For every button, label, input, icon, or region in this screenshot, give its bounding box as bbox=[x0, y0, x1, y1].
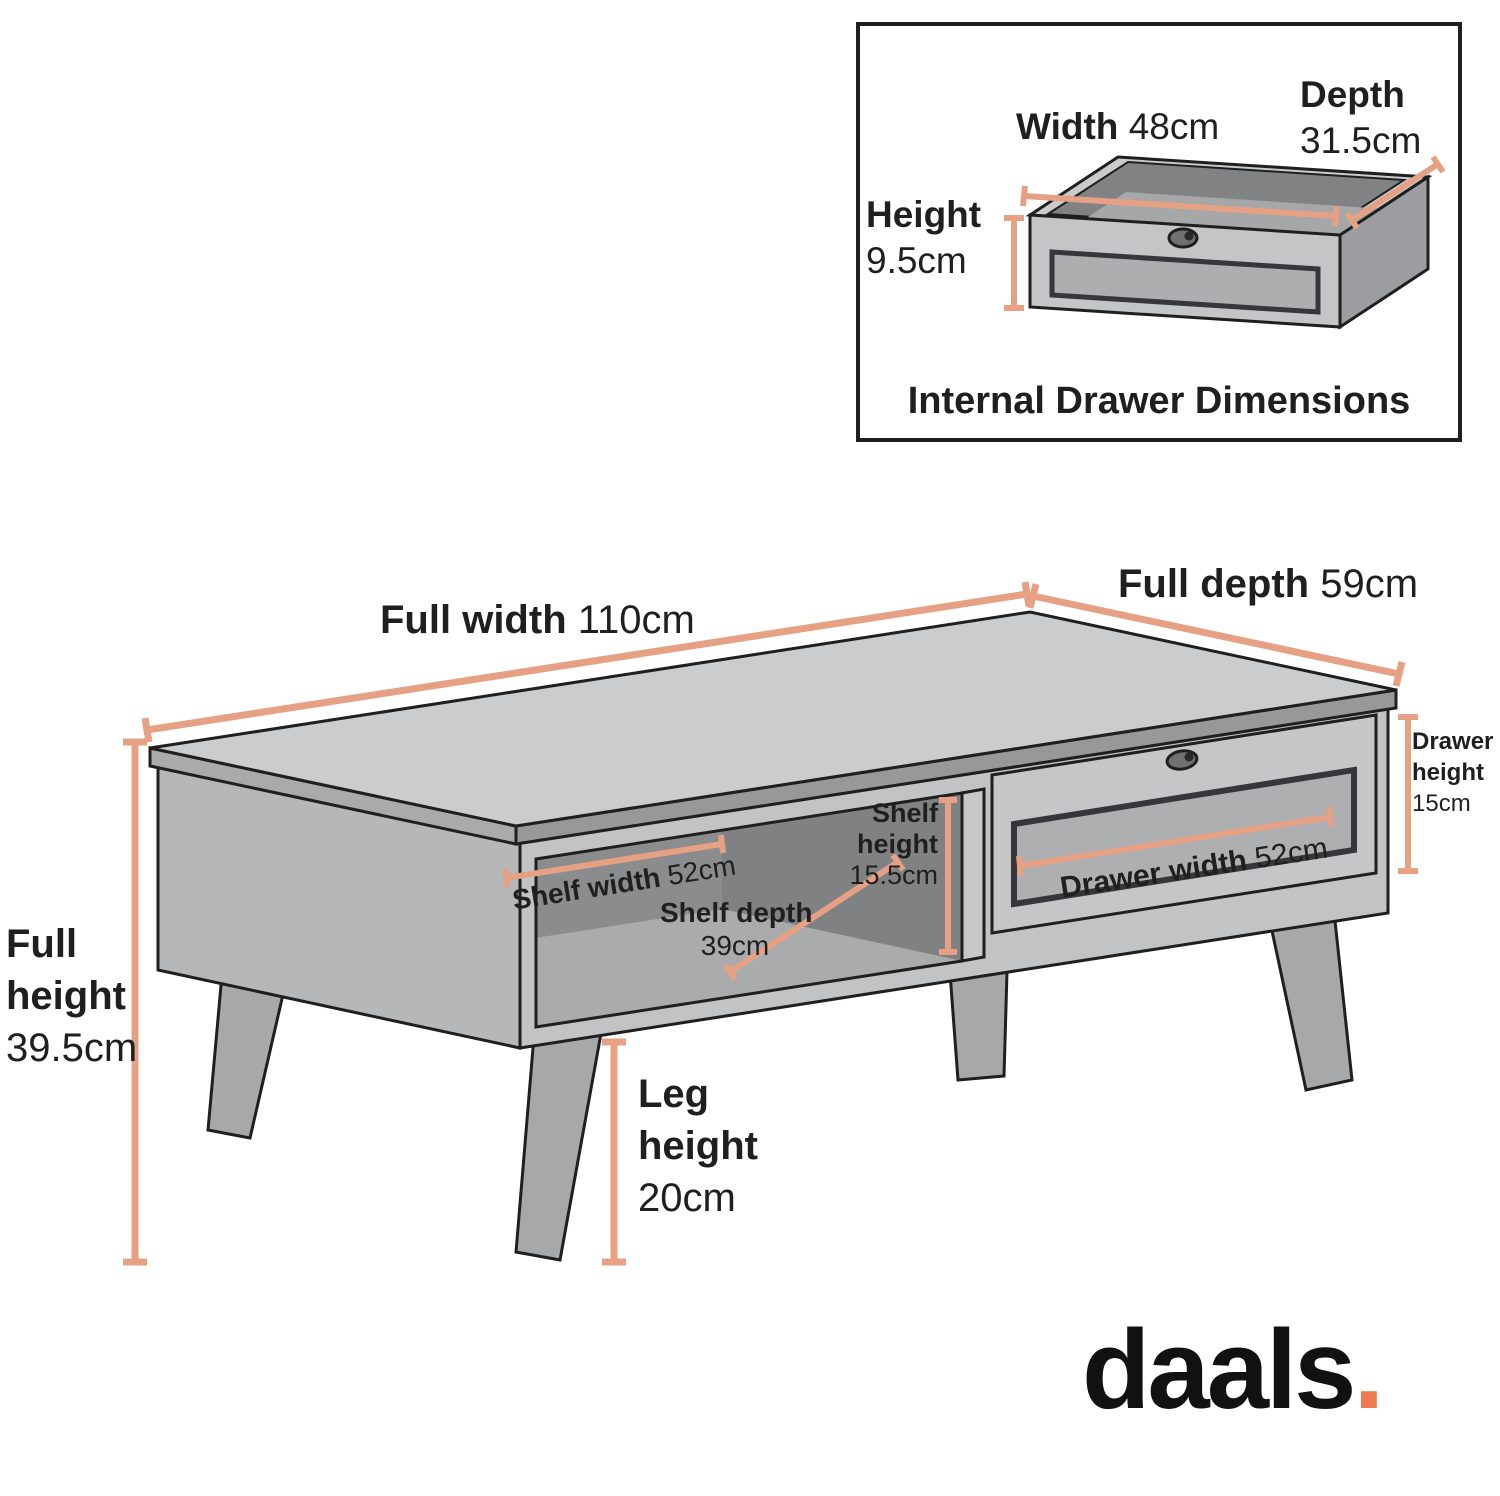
drawer-handle-icon bbox=[1165, 749, 1199, 771]
leg-height-label: Leg height 20cm bbox=[638, 1072, 758, 1220]
full-height-dimension-line bbox=[123, 738, 147, 1266]
full-width-label: Full width 110cm bbox=[380, 598, 695, 642]
inset-width-dimension-line bbox=[1020, 185, 1340, 227]
drawer-height-dimension-line bbox=[1398, 714, 1418, 874]
inset-depth-label: Depth 31.5cm bbox=[1300, 74, 1422, 161]
inset-drawer-handle-icon bbox=[1167, 227, 1199, 249]
inset-height-label: Height 9.5cm bbox=[866, 194, 982, 281]
dimension-lines bbox=[123, 155, 1446, 1266]
shelf-floor bbox=[536, 909, 962, 1027]
inset-height-dimension-line bbox=[1004, 215, 1024, 311]
shelf-divider bbox=[960, 787, 986, 963]
drawer-height-label: Drawer height 15cm bbox=[1412, 728, 1494, 817]
table-leg-front-left bbox=[514, 1026, 604, 1262]
inset-width-label: Width 48cm bbox=[1016, 106, 1220, 147]
inset-drawer-right-side bbox=[1338, 174, 1430, 330]
inset-depth-dimension-line bbox=[1344, 155, 1446, 230]
inset-drawer-dimensions-box bbox=[856, 22, 1462, 442]
shelf-depth-label: Shelf depth 39cm bbox=[660, 897, 813, 961]
brand-logo: daals. bbox=[1082, 1305, 1385, 1434]
brand-name: daals bbox=[1082, 1307, 1356, 1432]
full-height-label: Full height 39.5cm bbox=[6, 922, 138, 1070]
leg-height-dimension-line bbox=[602, 1038, 626, 1266]
inset-caption: Internal Drawer Dimensions bbox=[907, 380, 1411, 422]
tabletop-surface bbox=[149, 610, 1397, 828]
shelf-height-dimension-line bbox=[939, 797, 957, 955]
brand-dot: . bbox=[1353, 1307, 1384, 1432]
drawer-width-dimension-line bbox=[1016, 806, 1334, 877]
full-depth-dimension-line bbox=[1026, 583, 1406, 687]
shelf-width-dimension-line bbox=[502, 834, 726, 888]
drawer-inset-panel bbox=[1011, 766, 1357, 908]
full-depth-label: Full depth 59cm bbox=[1118, 562, 1419, 606]
shelf-depth-dimension-line bbox=[722, 853, 906, 982]
shelf-height-label: Shelf height 15.5cm bbox=[849, 798, 938, 890]
inset-drawer-inset-panel bbox=[1049, 249, 1321, 315]
